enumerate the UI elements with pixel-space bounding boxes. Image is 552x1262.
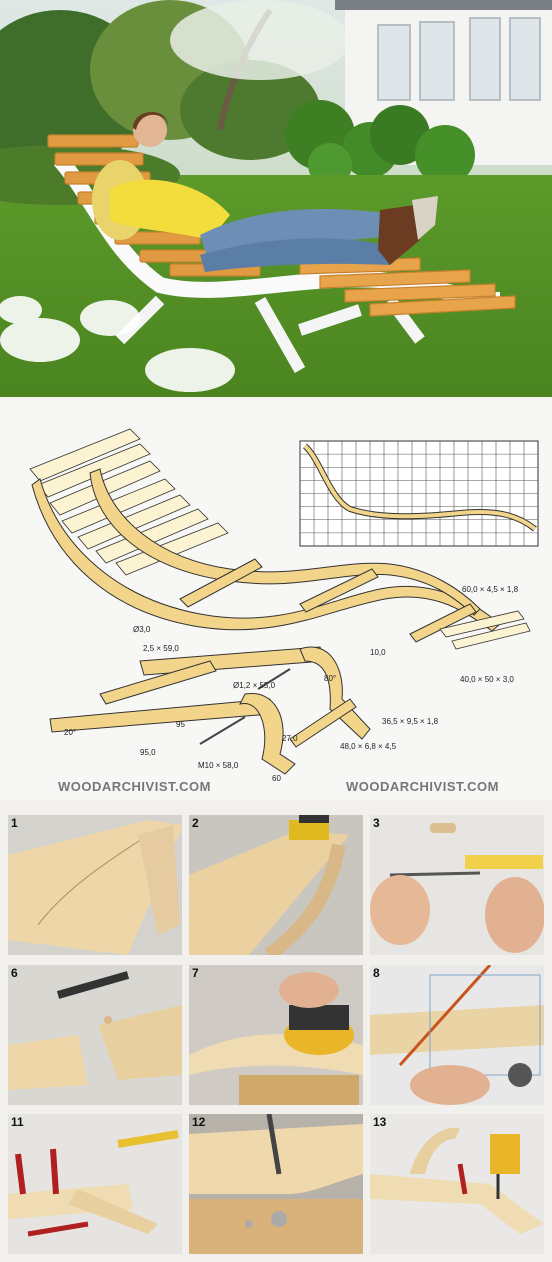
dim-27: 27,0 (282, 734, 298, 743)
dim-brace: 36,5 × 9,5 × 1,8 (382, 717, 439, 726)
dim-950: 95,0 (140, 748, 156, 757)
step-number: 8 (373, 966, 380, 980)
lounger-construction-diagram: 60,0 × 4,5 × 1,8 Ø3,0 2,5 × 59,0 10,0 40… (0, 399, 552, 800)
step-panel: 12 (189, 1114, 363, 1254)
step-panel: 1 (8, 815, 182, 955)
step-panel: 2 (189, 815, 363, 955)
step-panel: 13 (370, 1114, 544, 1254)
step-number: 11 (11, 1115, 24, 1129)
dim-slat: 60,0 × 4,5 × 1,8 (462, 585, 519, 594)
dim-bolt: M10 × 58,0 (198, 761, 239, 770)
step-number: 1 (11, 816, 18, 830)
step-number: 7 (192, 966, 199, 980)
step-panel: 3 (370, 815, 544, 955)
dim-angle-bottom: 20° (64, 728, 76, 737)
watermark-left: WOODARCHIVIST.COM (58, 779, 211, 794)
dim-rod: 2,5 × 59,0 (143, 644, 179, 653)
step-panel: 7 (189, 965, 363, 1105)
dim-hole: Ø3,0 (133, 625, 151, 634)
step-panel: 6 (8, 965, 182, 1105)
dim-dowel: Ø1,2 × 55,0 (233, 681, 276, 690)
dim-leg: 48,0 × 6,8 × 4,5 (340, 742, 397, 751)
step-panel: 8 (370, 965, 544, 1105)
step-number: 13 (373, 1115, 387, 1129)
watermark-right: WOODARCHIVIST.COM (346, 779, 499, 794)
dim-front: 40,0 × 50 × 3,0 (460, 675, 514, 684)
step-number: 12 (192, 1115, 206, 1129)
step-panel: 11 (8, 1114, 182, 1254)
step-number: 6 (11, 966, 18, 980)
step-number: 2 (192, 816, 199, 830)
dim-60: 60 (272, 774, 281, 783)
dim-angle-top: 80° (324, 674, 336, 683)
dim-side: 10,0 (370, 648, 386, 657)
lounger-photo (0, 0, 552, 397)
profile-grid (299, 440, 539, 547)
step-number: 3 (373, 816, 380, 830)
dim-95: 95 (176, 720, 185, 729)
